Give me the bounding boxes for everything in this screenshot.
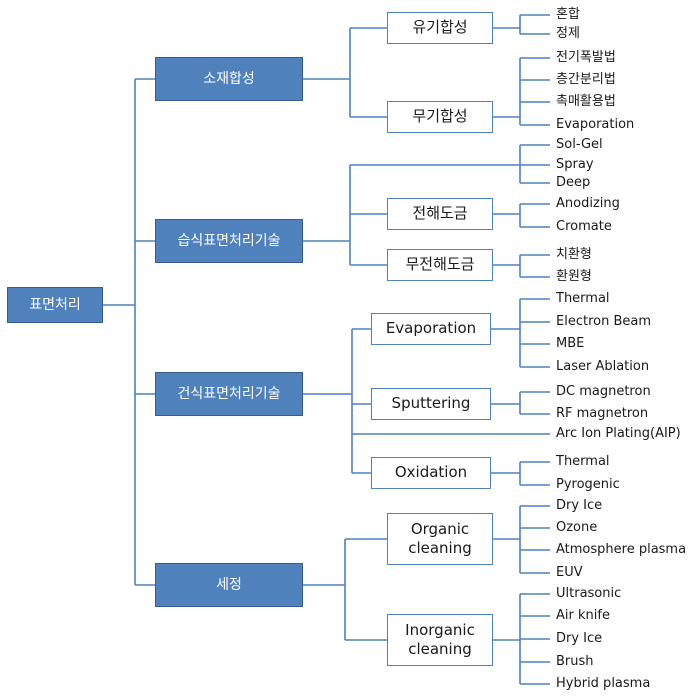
leaf-item: 혼합 (556, 7, 580, 22)
method-electroless-plating: 무전해도금 (387, 249, 493, 281)
leaf-item: Ozone (556, 520, 598, 535)
method-label: Inorganic cleaning (405, 620, 475, 659)
category-label: 세정 (216, 576, 242, 593)
leaf-item: 환원형 (556, 269, 592, 284)
method-inorganic-synthesis: 무기합성 (387, 101, 493, 133)
leaf-item: Electron Beam (556, 314, 651, 329)
category-wet-surface-treatment: 습식표면처리기술 (155, 219, 303, 263)
leaf-item: 층간분리법 (556, 72, 616, 87)
method-inorganic-cleaning: Inorganic cleaning (387, 614, 493, 666)
method-label: 무전해도금 (405, 255, 475, 274)
leaf-item: RF magnetron (556, 406, 649, 421)
leaf-item: 촉매활용법 (556, 94, 616, 109)
method-label: Oxidation (394, 463, 468, 482)
leaf-item: Air knife (556, 608, 610, 623)
leaf-item: Sol-Gel (556, 137, 603, 152)
method-label: 전해도금 (412, 204, 468, 223)
leaf-item: Pyrogenic (556, 477, 620, 492)
category-material-synthesis: 소재합성 (155, 57, 303, 101)
method-label: Evaporation (385, 319, 477, 338)
leaf-item: Arc Ion Plating(AIP) (556, 426, 681, 441)
method-label: 무기합성 (412, 107, 468, 126)
method-oxidation: Oxidation (371, 457, 491, 489)
leaf-item: Evaporation (556, 117, 635, 132)
category-label: 소재합성 (203, 70, 255, 87)
category-label: 습식표면처리기술 (177, 232, 281, 249)
leaf-item: Spray (556, 157, 594, 172)
leaf-item: Dry Ice (556, 631, 603, 646)
category-label: 건식표면처리기술 (177, 385, 281, 402)
method-label: 유기합성 (412, 18, 468, 37)
leaf-item: Cromate (556, 219, 612, 234)
method-sputtering: Sputtering (371, 388, 491, 420)
leaf-item: Atmosphere plasma (556, 542, 687, 557)
method-evaporation: Evaporation (371, 313, 491, 345)
root-label: 표면처리 (29, 296, 81, 313)
leaf-item: 정제 (556, 26, 580, 41)
leaf-item: Deep (556, 175, 591, 190)
method-organic-synthesis: 유기합성 (387, 12, 493, 44)
leaf-item: Laser Ablation (556, 359, 650, 374)
leaf-item: Thermal (556, 454, 610, 469)
leaf-item: 전기폭발법 (556, 50, 616, 65)
method-label: Organic cleaning (408, 519, 472, 558)
leaf-item: MBE (556, 336, 585, 351)
root-node: 표면처리 (7, 287, 103, 323)
leaf-item: EUV (556, 565, 583, 580)
leaf-item: Dry Ice (556, 498, 603, 513)
category-cleaning: 세정 (155, 563, 303, 607)
leaf-item: Anodizing (556, 196, 620, 211)
method-label: Sputtering (391, 394, 471, 413)
leaf-item: Brush (556, 654, 594, 669)
leaf-item: Hybrid plasma (556, 676, 651, 691)
leaf-item: DC magnetron (556, 384, 651, 399)
leaf-item: Thermal (556, 291, 610, 306)
leaf-item: Ultrasonic (556, 586, 622, 601)
method-electroplating: 전해도금 (387, 198, 493, 230)
method-organic-cleaning: Organic cleaning (387, 513, 493, 565)
category-dry-surface-treatment: 건식표면처리기술 (155, 372, 303, 416)
leaf-item: 치환형 (556, 247, 592, 262)
